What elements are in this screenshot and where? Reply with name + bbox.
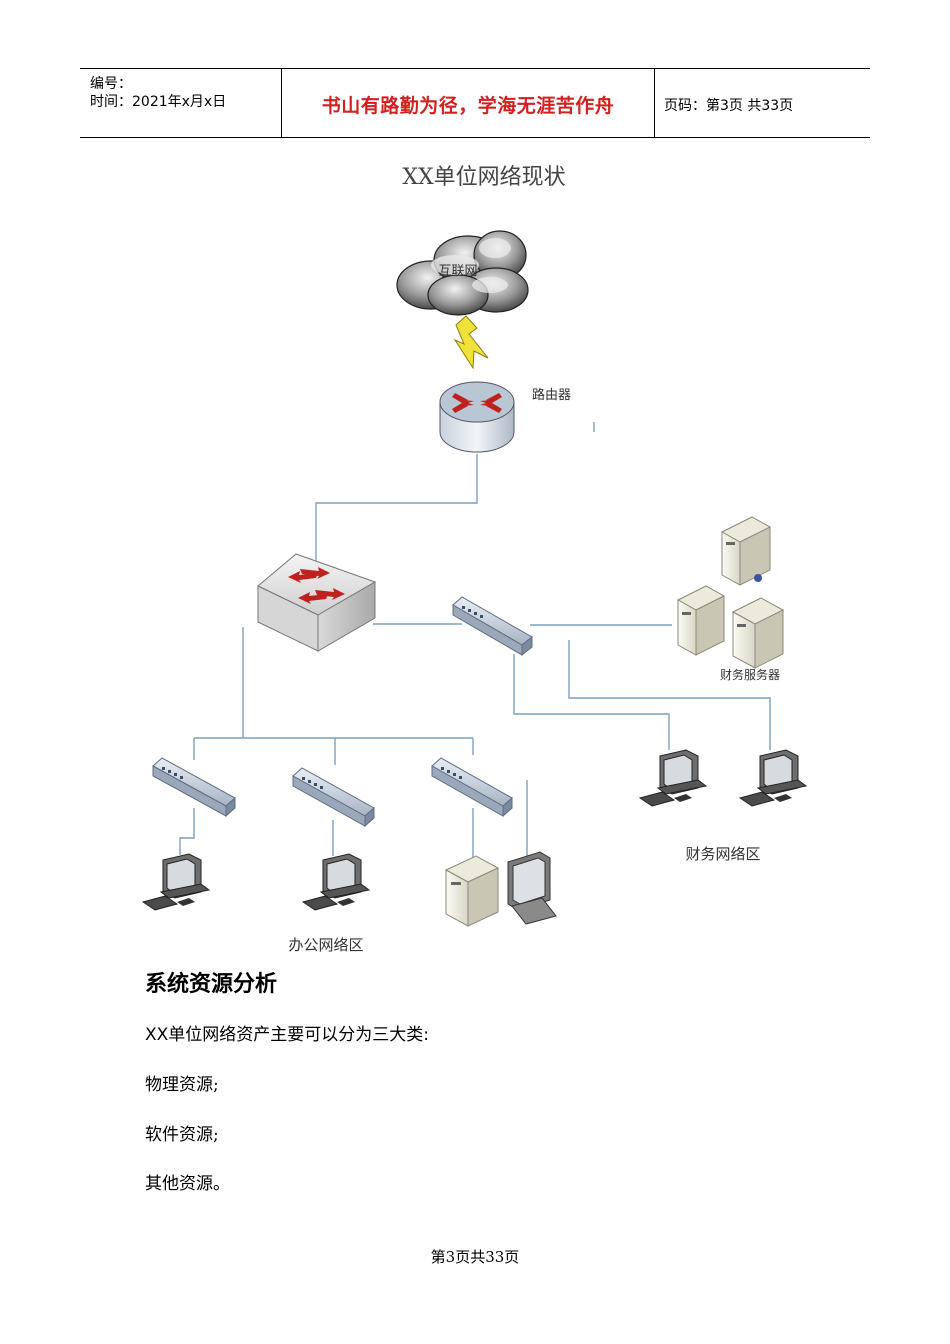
router-label: 路由器 (532, 387, 571, 403)
office-hub-icon-1 (152, 757, 236, 818)
header-page-info: 页码：第3页 共33页 (664, 98, 794, 114)
internet-label: 互联网 (438, 264, 477, 279)
document-date: 时间：2021年x月x日 (90, 94, 227, 110)
header-motto: 书山有路勤为径，学海无涯苦作舟 (321, 95, 615, 117)
document-number-label: 编号： (90, 76, 132, 92)
office-workstation-icon (444, 851, 557, 927)
section-intro: XX单位网络资产主要可以分为三大类: (145, 1025, 430, 1045)
header-info-cell: 编号： 时间：2021年x月x日 (80, 69, 281, 137)
core-switch-icon (257, 553, 377, 652)
lightning-bolt-icon (453, 315, 489, 370)
network-diagram: XX单位网络现状 互联网 (130, 150, 830, 970)
office-pc-icon-1 (141, 853, 211, 911)
header-page-cell: 页码：第3页 共33页 (654, 69, 870, 137)
resource-item-other: 其他资源。 (145, 1174, 230, 1194)
finance-server-group-icon (676, 516, 785, 669)
resource-item-physical: 物理资源; (145, 1075, 219, 1095)
finance-hub-icon (452, 596, 533, 657)
page-header: 编号： 时间：2021年x月x日 书山有路勤为径，学海无涯苦作舟 页码：第3页 … (80, 68, 870, 138)
finance-pc-icon-1 (638, 749, 708, 807)
office-zone-label: 办公网络区 (288, 936, 363, 954)
office-pc-icon-2 (301, 853, 371, 911)
resource-item-software: 软件资源; (145, 1125, 219, 1145)
diagram-title: XX单位网络现状 (402, 165, 565, 190)
finance-pc-icon-2 (738, 749, 808, 807)
finance-server-label: 财务服务器 (720, 667, 780, 682)
section-title: 系统资源分析 (145, 971, 278, 997)
office-hub-icon-3 (431, 757, 513, 818)
internet-cloud-icon (396, 230, 529, 316)
header-motto-cell: 书山有路勤为径，学海无涯苦作舟 (281, 69, 655, 137)
router-icon (439, 381, 515, 453)
page-footer: 第3页共33页 (430, 1248, 520, 1266)
finance-zone-label: 财务网络区 (685, 845, 760, 863)
office-hub-icon-2 (292, 767, 375, 828)
network-links (179, 454, 771, 860)
